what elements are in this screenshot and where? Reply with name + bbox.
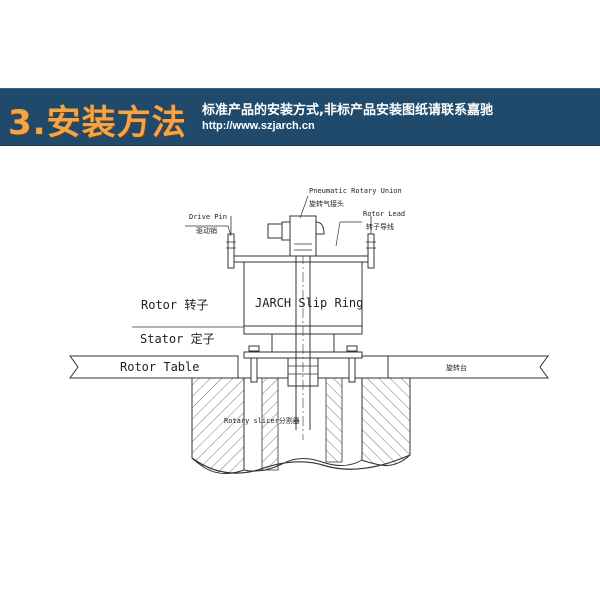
- rotor-table-label: Rotor Table: [120, 360, 199, 374]
- banner-subtitle: 标准产品的安装方式,非标产品安装图纸请联系嘉驰: [202, 103, 493, 118]
- section-title: 3.安装方法: [8, 103, 187, 143]
- pneumatic-label-en: Pneumatic Rotary Union: [309, 187, 402, 195]
- rotor-table-label-cn: 旋转台: [446, 363, 467, 372]
- stator-label: Stator 定子: [140, 331, 215, 346]
- drive-pin-label-en: Drive Pin: [189, 213, 227, 221]
- pneumatic-rotary-union: [267, 215, 325, 257]
- rotary-slicer-base: [191, 377, 411, 474]
- rotor-lead-label-cn: 转子导线: [366, 222, 394, 231]
- drive-pin: [226, 216, 236, 269]
- slip-ring-body: [231, 255, 373, 327]
- header-banner: 3.安装方法 标准产品的安装方式,非标产品安装图纸请联系嘉驰 http://ww…: [0, 88, 600, 146]
- rotor-table: [69, 355, 549, 379]
- slicer-label: Rotary slicer分割器: [224, 416, 300, 425]
- central-shaft: [295, 236, 311, 440]
- rotor-lead-label-en: Rotor Lead: [363, 210, 405, 218]
- pneumatic-label-cn: 旋转气接头: [309, 199, 344, 208]
- slip-ring-label: JARCH Slip Ring: [255, 296, 363, 310]
- leader-lines: [132, 195, 362, 328]
- rotor-lead: [366, 216, 376, 269]
- drive-pin-label-cn: 驱动销: [196, 226, 217, 235]
- mounting-bolts: [248, 345, 358, 383]
- rotor-label: Rotor 转子: [141, 297, 208, 312]
- banner-url: http://www.szjarch.cn: [202, 120, 315, 132]
